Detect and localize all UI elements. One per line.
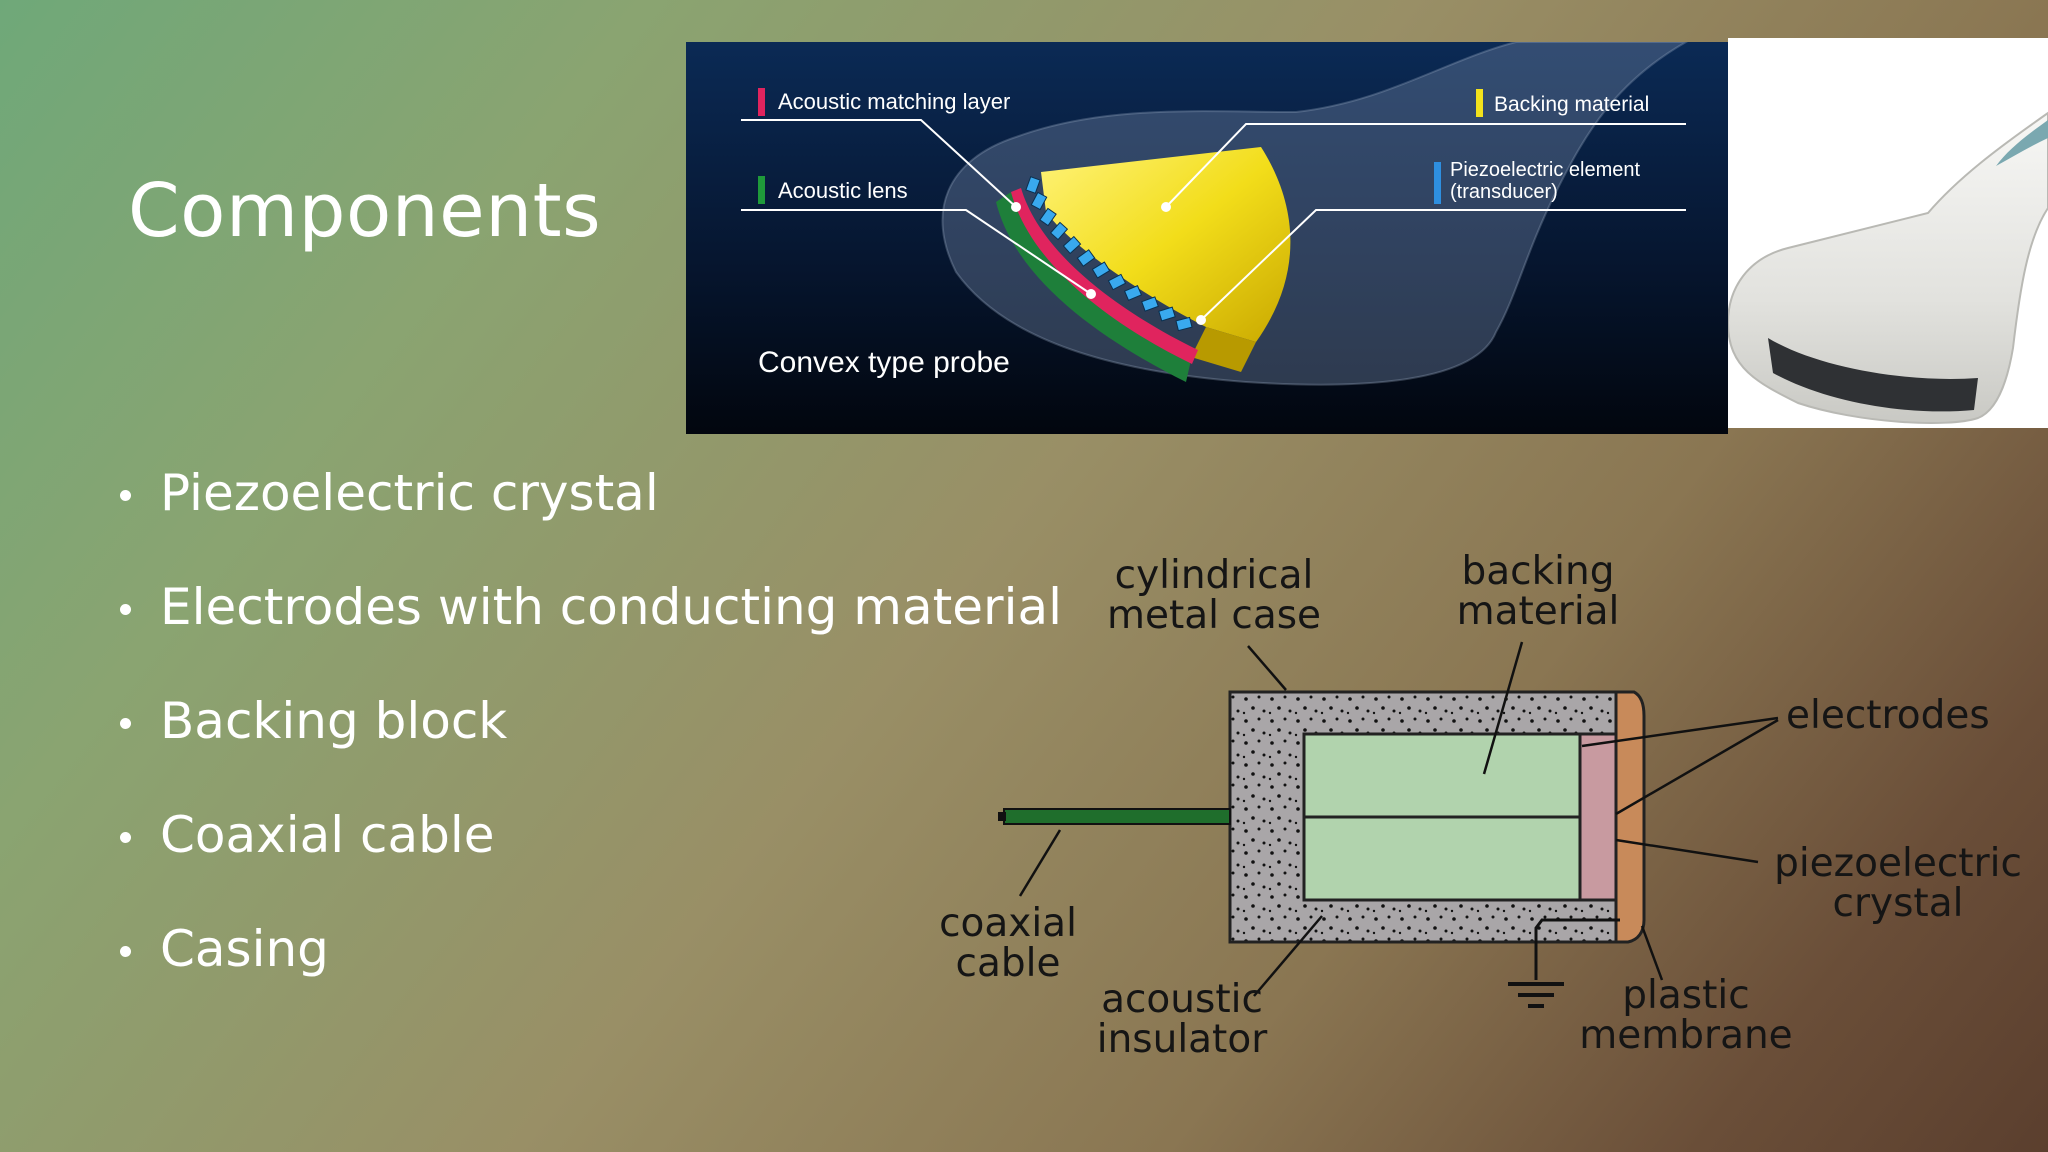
bullet-list: Piezoelectric crystal Electrodes with co…: [120, 462, 1062, 1032]
bullet-text: Electrodes with conducting material: [160, 578, 1063, 636]
bullet-dot-icon: [120, 718, 131, 729]
bullet-item: Casing: [120, 918, 1062, 1032]
backing-block-side: [1191, 327, 1256, 372]
metal-case-label-line2: metal case: [1107, 593, 1321, 638]
ground-symbol-icon: [1508, 982, 1564, 1008]
probe-face: [1768, 338, 1978, 412]
piezo-element-swatch: [1434, 162, 1441, 204]
probe-body-shape: [1728, 111, 2048, 424]
bullet-dot-icon: [120, 946, 131, 957]
acoustic-insulator-label-line2: insulator: [1097, 1017, 1268, 1062]
acoustic-lens-label: Acoustic lens: [778, 178, 908, 203]
probe-leader-lines: [741, 119, 1686, 321]
bullet-text: Backing block: [160, 692, 508, 750]
bullet-item: Electrodes with conducting material: [120, 576, 1062, 690]
backing-material-label-line2: material: [1457, 589, 1620, 634]
transducer-cross-section-diagram: cylindrical metal case backing material …: [939, 549, 2022, 1062]
convex-probe-figure: Acoustic matching layer Acoustic lens Ba…: [686, 42, 1728, 434]
electrodes-label: electrodes: [1786, 693, 1990, 738]
probe-figure-caption: Convex type probe: [758, 346, 1010, 379]
cable-end: [998, 812, 1006, 821]
bullet-item: Backing block: [120, 690, 1062, 804]
plastic-membrane-shape: [1614, 690, 1646, 944]
plastic-membrane-label-line2: membrane: [1579, 1013, 1792, 1058]
piezo-element-label-line1: Piezoelectric element: [1450, 159, 1641, 181]
backing-material-label-line1: backing: [1462, 549, 1615, 594]
backing-material-swatch: [1476, 89, 1483, 117]
piezo-element-label-line2: (transducer): [1450, 181, 1558, 203]
ground-wire: [1534, 918, 1620, 980]
bullet-text: Piezoelectric crystal: [160, 464, 659, 522]
acoustic-matching-layer-shape: [1011, 188, 1198, 364]
bullet-dot-icon: [120, 832, 131, 843]
diagram-leader-lines: [1018, 641, 1779, 997]
probe-leader-dots: [1011, 202, 1206, 325]
slide-title: Components: [128, 168, 602, 254]
coaxial-cable-label-line1: coaxial: [939, 901, 1077, 946]
plastic-membrane-label-line1: plastic: [1622, 973, 1749, 1018]
bullet-dot-icon: [120, 490, 131, 501]
bullet-text: Coaxial cable: [160, 806, 495, 864]
metal-case-label-line1: cylindrical: [1115, 553, 1314, 598]
bullet-item: Coaxial cable: [120, 804, 1062, 918]
acoustic-matching-layer-label: Acoustic matching layer: [778, 89, 1010, 114]
coaxial-cable-shape: [1003, 808, 1231, 825]
acoustic-insulator-label-line1: acoustic: [1101, 977, 1263, 1022]
bullet-item: Piezoelectric crystal: [120, 462, 1062, 576]
piezoelectric-crystal-shape: [1578, 732, 1618, 902]
piezo-crystal-label-line2: crystal: [1833, 881, 1964, 926]
piezo-element-array: [1025, 176, 1193, 332]
matching-layer-swatch: [758, 88, 765, 116]
bullet-text: Casing: [160, 920, 329, 978]
backing-material-label: Backing material: [1494, 93, 1649, 116]
probe-cable-ring: [1996, 120, 2048, 166]
bullet-dot-icon: [120, 604, 131, 615]
coaxial-cable-label-line2: cable: [956, 941, 1061, 986]
probe-photo: [1728, 38, 2048, 428]
piezo-crystal-label-line1: piezoelectric: [1774, 841, 2022, 886]
acoustic-lens-swatch: [758, 176, 765, 204]
